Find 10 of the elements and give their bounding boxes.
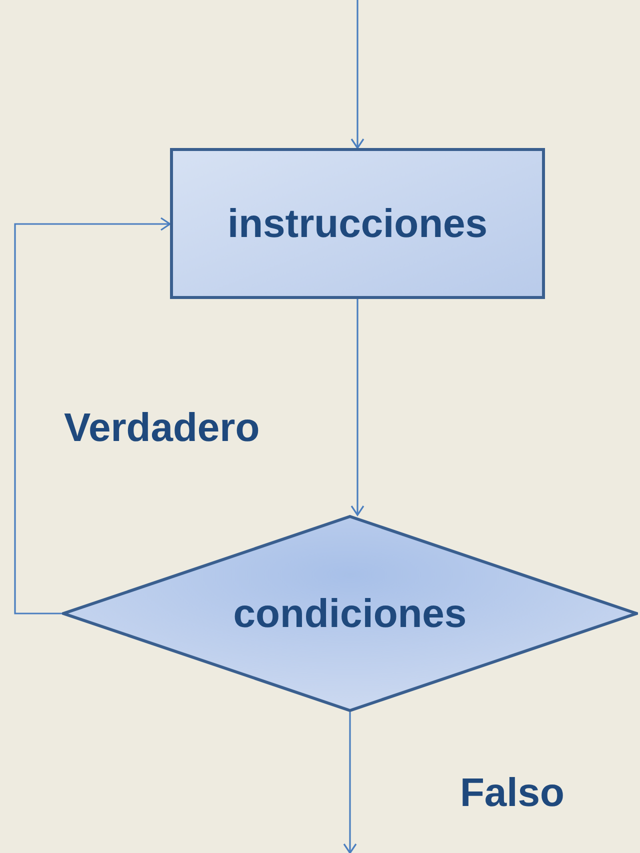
edge-label: Falso <box>460 770 564 817</box>
arrow <box>350 299 364 516</box>
arrow <box>14 217 171 614</box>
arrow <box>350 0 364 149</box>
process-box <box>170 148 545 299</box>
decision-diamond <box>62 515 638 712</box>
arrow <box>343 712 357 853</box>
node-text: condiciones <box>233 590 467 638</box>
edge-label: Verdadero <box>64 405 260 452</box>
node-text: instrucciones <box>227 200 488 248</box>
